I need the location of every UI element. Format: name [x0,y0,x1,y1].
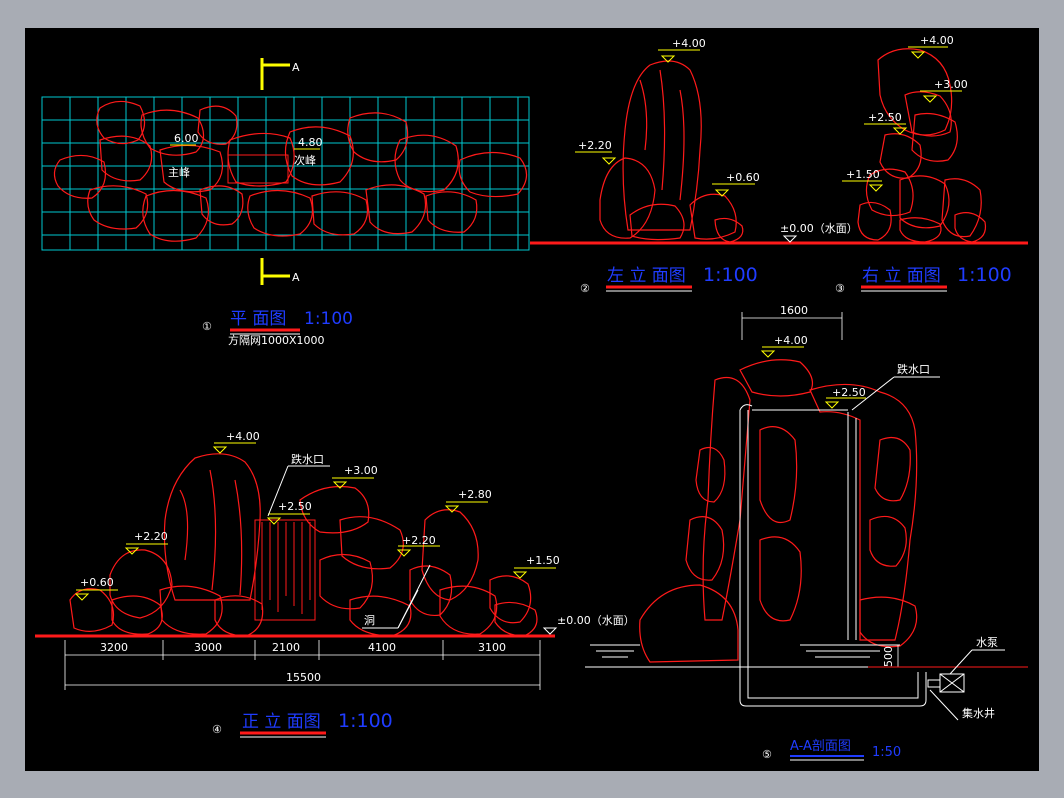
left-level-3: +0.60 [726,171,760,184]
right-level-3: +2.50 [868,111,902,124]
section-depth: 500 [882,646,895,667]
svg-text:3200: 3200 [100,641,128,654]
sump-label: 集水井 [962,706,995,720]
front-elevation-title: 正 立 面图 [242,712,321,732]
section-marker-top: A [260,58,300,90]
left-elevation-rocks [599,60,744,243]
right-elevation-title: 右 立 面图 [862,266,941,286]
section-scale: 1:50 [872,745,901,760]
pump-label: 水泵 [976,636,998,649]
front-level-4: +2.50 [278,500,312,513]
plan-main-peak-label: 主峰 [168,166,190,179]
plan-sub-peak-label: 次峰 [294,153,316,167]
section-view: 1600 [585,304,1028,761]
plan-main-peak-level: 6.00 [174,132,199,145]
left-level-1: +4.00 [672,37,706,50]
plan-grid-note: 方隔网1000X1000 [228,333,325,347]
front-elevation-index: ④ [212,723,222,736]
svg-text:4100: 4100 [368,641,396,654]
drawing-canvas: 6.00 主峰 4.80 次峰 A A ① 平 面图 1:100 方隔网1000… [25,28,1039,771]
left-elevation-index: ② [580,282,590,295]
left-elevation-title: 左 立 面图 [607,266,686,286]
front-elevation: +4.00 +3.00 +2.80 +2.50 +2.20 +2.20 +1.5… [35,430,635,738]
front-level-6: +2.20 [402,534,436,547]
left-elevation-scale: 1:100 [703,264,758,286]
plan-index: ① [202,320,212,333]
right-level-4: +1.50 [846,168,880,181]
front-level-3: +2.80 [458,488,492,501]
section-level-2: +2.50 [832,386,866,399]
section-waterfall-outlet-label: 跌水口 [897,362,930,376]
svg-text:2100: 2100 [272,641,300,654]
plan-title: 平 面图 [230,309,286,329]
svg-text:A: A [292,271,300,284]
section-index: ⑤ [762,748,772,761]
plan-view: 6.00 主峰 4.80 次峰 A A ① 平 面图 1:100 方隔网1000… [41,58,530,347]
right-level-1: +4.00 [920,34,954,47]
left-level-2: +2.20 [578,139,612,152]
side-water-level: ±0.00（水面） [780,222,858,235]
cad-drawing: 6.00 主峰 4.80 次峰 A A ① 平 面图 1:100 方隔网1000… [35,34,1028,761]
svg-text:15500: 15500 [286,671,321,684]
svg-text:3000: 3000 [194,641,222,654]
right-elevation-scale: 1:100 [957,264,1012,286]
front-waterfall [254,519,316,621]
plan-scale: 1:100 [304,309,353,329]
front-cave-label: 洞 [364,614,375,627]
front-dimensions: 3200 3000 2100 4100 3100 15500 [64,640,541,690]
section-title: A-A剖面图 [790,739,851,754]
front-water-level: ±0.00（水面） [557,614,635,627]
front-elevation-scale: 1:100 [338,710,393,732]
front-waterfall-outlet-label: 跌水口 [291,452,324,466]
front-level-5: +2.20 [134,530,168,543]
section-marker-bottom: A [260,258,300,285]
right-elevation-index: ③ [835,282,845,295]
plan-sub-peak-level: 4.80 [298,136,323,149]
right-level-2: +3.00 [934,78,968,91]
front-level-7: +1.50 [526,554,560,567]
front-level-8: +0.60 [80,576,114,589]
section-width: 1600 [780,304,808,317]
svg-text:3100: 3100 [478,641,506,654]
front-elevation-rocks [69,453,538,637]
front-level-2: +3.00 [344,464,378,477]
right-elevation-rocks [857,48,987,243]
front-level-1: +4.00 [226,430,260,443]
plan-rocks [53,100,528,242]
section-level-1: +4.00 [774,334,808,347]
svg-text:A: A [292,61,300,74]
side-elevations: +4.00 +2.20 +0.60 +4.00 +3.00 +2.50 +1.5… [530,34,1028,295]
section-rocks [639,359,918,663]
